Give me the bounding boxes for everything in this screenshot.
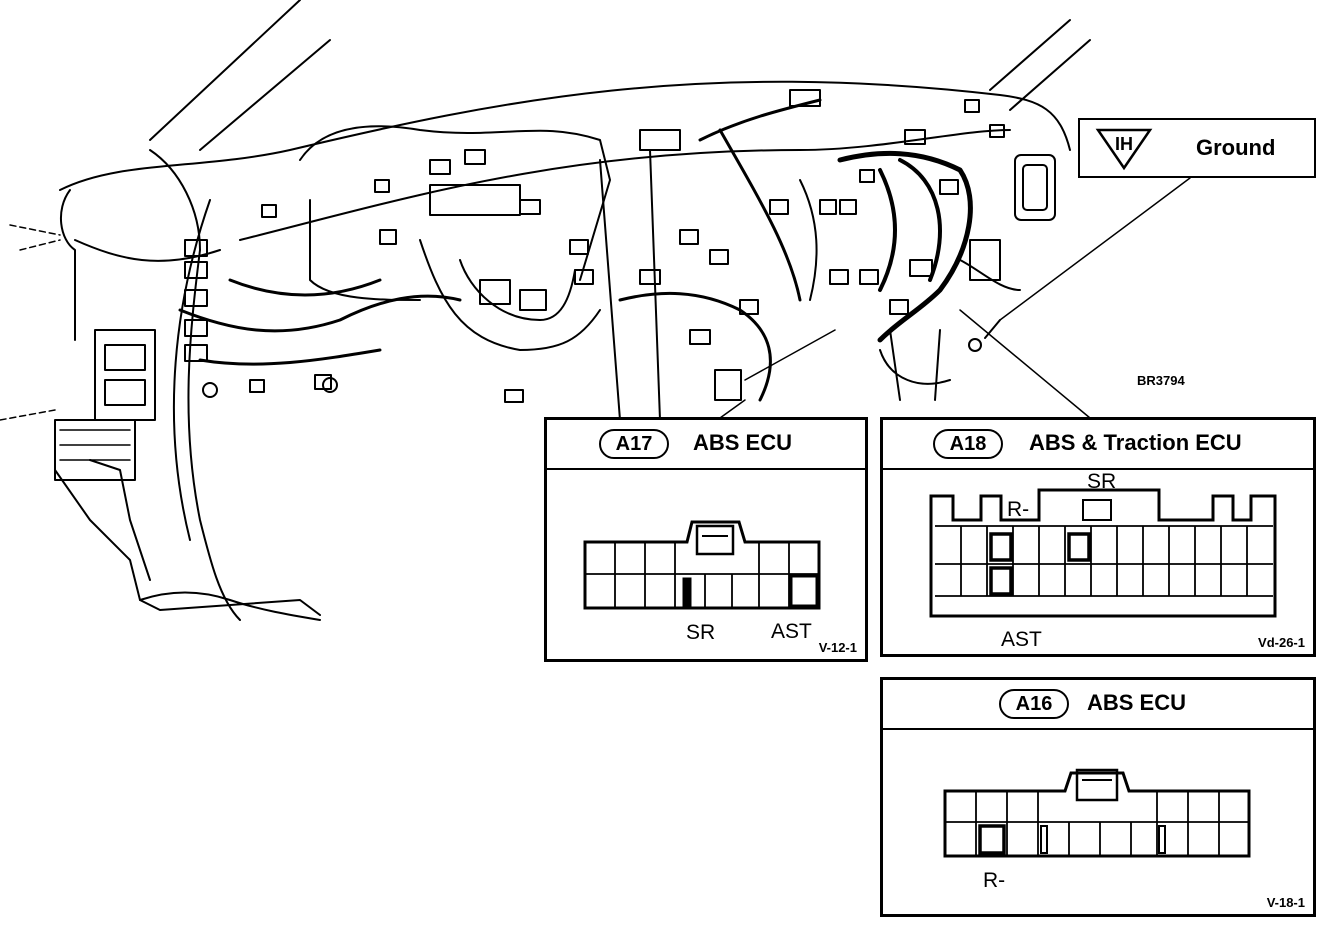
pin-label-r-minus: R- — [983, 869, 1006, 892]
ground-triangle-icon: IH — [1095, 128, 1153, 171]
ground-label: Ground — [1196, 135, 1276, 160]
pin-label-ast: AST — [1001, 628, 1042, 651]
connector-a18-id: A18 — [933, 429, 1003, 459]
connector-a18-header: A18 ABS & Traction ECU — [883, 420, 1313, 470]
connector-a18-face — [929, 488, 1277, 618]
pin-label-ast: AST — [771, 620, 812, 643]
pin-label-sr: SR — [686, 621, 716, 644]
connector-a16-panel: A16 ABS ECU R- V-18-1 — [880, 677, 1316, 917]
connector-a16-code: V-18-1 — [1266, 895, 1305, 910]
ground-legend: IH Ground — [1078, 118, 1316, 178]
connector-a17-title: ABS ECU — [693, 430, 793, 455]
connector-a18-title: ABS & Traction ECU — [1029, 430, 1242, 455]
connector-a16-id: A16 — [999, 689, 1069, 719]
pin-label-sr: SR — [1087, 470, 1117, 493]
connector-a17-face — [583, 520, 821, 610]
connector-a16-title: ABS ECU — [1087, 690, 1187, 715]
connector-a16-face — [943, 768, 1251, 858]
connector-a18-code: Vd-26-1 — [1258, 635, 1305, 650]
connector-a18-panel: A18 ABS & Traction ECU R- SR AST Vd-26-1 — [880, 417, 1316, 657]
connector-a17-header: A17 ABS ECU — [547, 420, 865, 470]
connector-a17-id: A17 — [599, 429, 669, 459]
ground-symbol: IH — [1115, 134, 1133, 154]
connector-a16-header: A16 ABS ECU — [883, 680, 1313, 730]
connector-a17-panel: A17 ABS ECU SR AST V-12-1 — [544, 417, 868, 662]
pin-label-r-minus: R- — [1007, 498, 1030, 521]
diagram-reference: BR3794 — [1137, 373, 1185, 388]
connector-a17-code: V-12-1 — [818, 640, 857, 655]
